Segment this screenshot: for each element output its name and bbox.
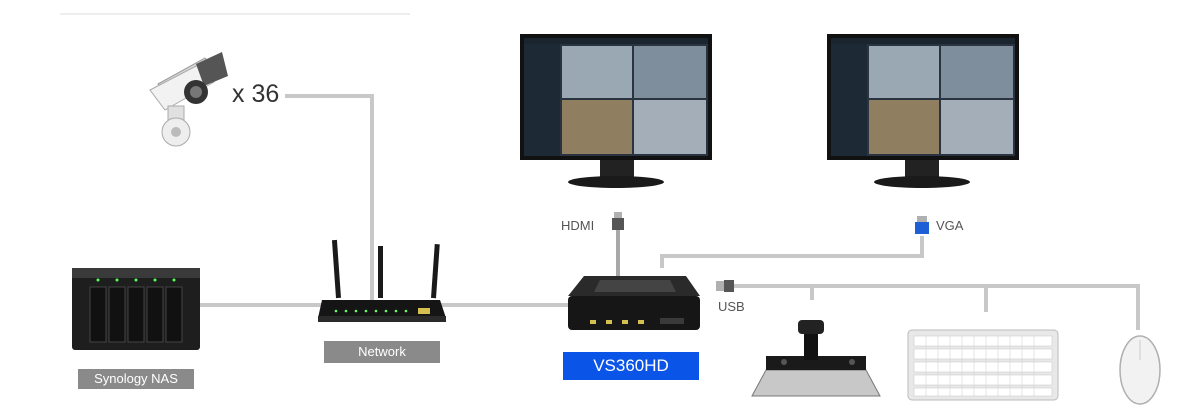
- network-label: Network: [324, 341, 440, 363]
- ip-camera-icon: [149, 52, 228, 147]
- nas-label: Synology NAS: [78, 369, 194, 389]
- router-icon: [318, 239, 446, 322]
- nas-icon: [72, 268, 200, 350]
- usb-cable: [732, 284, 1140, 330]
- monitor-icon: [520, 34, 712, 188]
- camera-count-label: x 36: [232, 80, 280, 108]
- vga-label: VGA: [936, 218, 964, 233]
- monitor-icon: [827, 34, 1019, 188]
- hdmi-label: HDMI: [561, 218, 595, 233]
- device-label: VS360HD: [563, 352, 699, 380]
- camera-cable: [285, 94, 374, 300]
- usb-connector-icon: [716, 280, 734, 292]
- mouse-icon: [1119, 335, 1161, 405]
- keyboard-icon: [907, 329, 1059, 401]
- usb-label: USB: [718, 299, 745, 314]
- nvr-device-icon: [568, 276, 700, 330]
- cables: [200, 94, 1140, 330]
- hdmi-connector-icon: [612, 212, 624, 230]
- vga-cable: [660, 236, 924, 268]
- vga-connector-icon: [915, 216, 929, 234]
- joystick-icon: [751, 320, 881, 397]
